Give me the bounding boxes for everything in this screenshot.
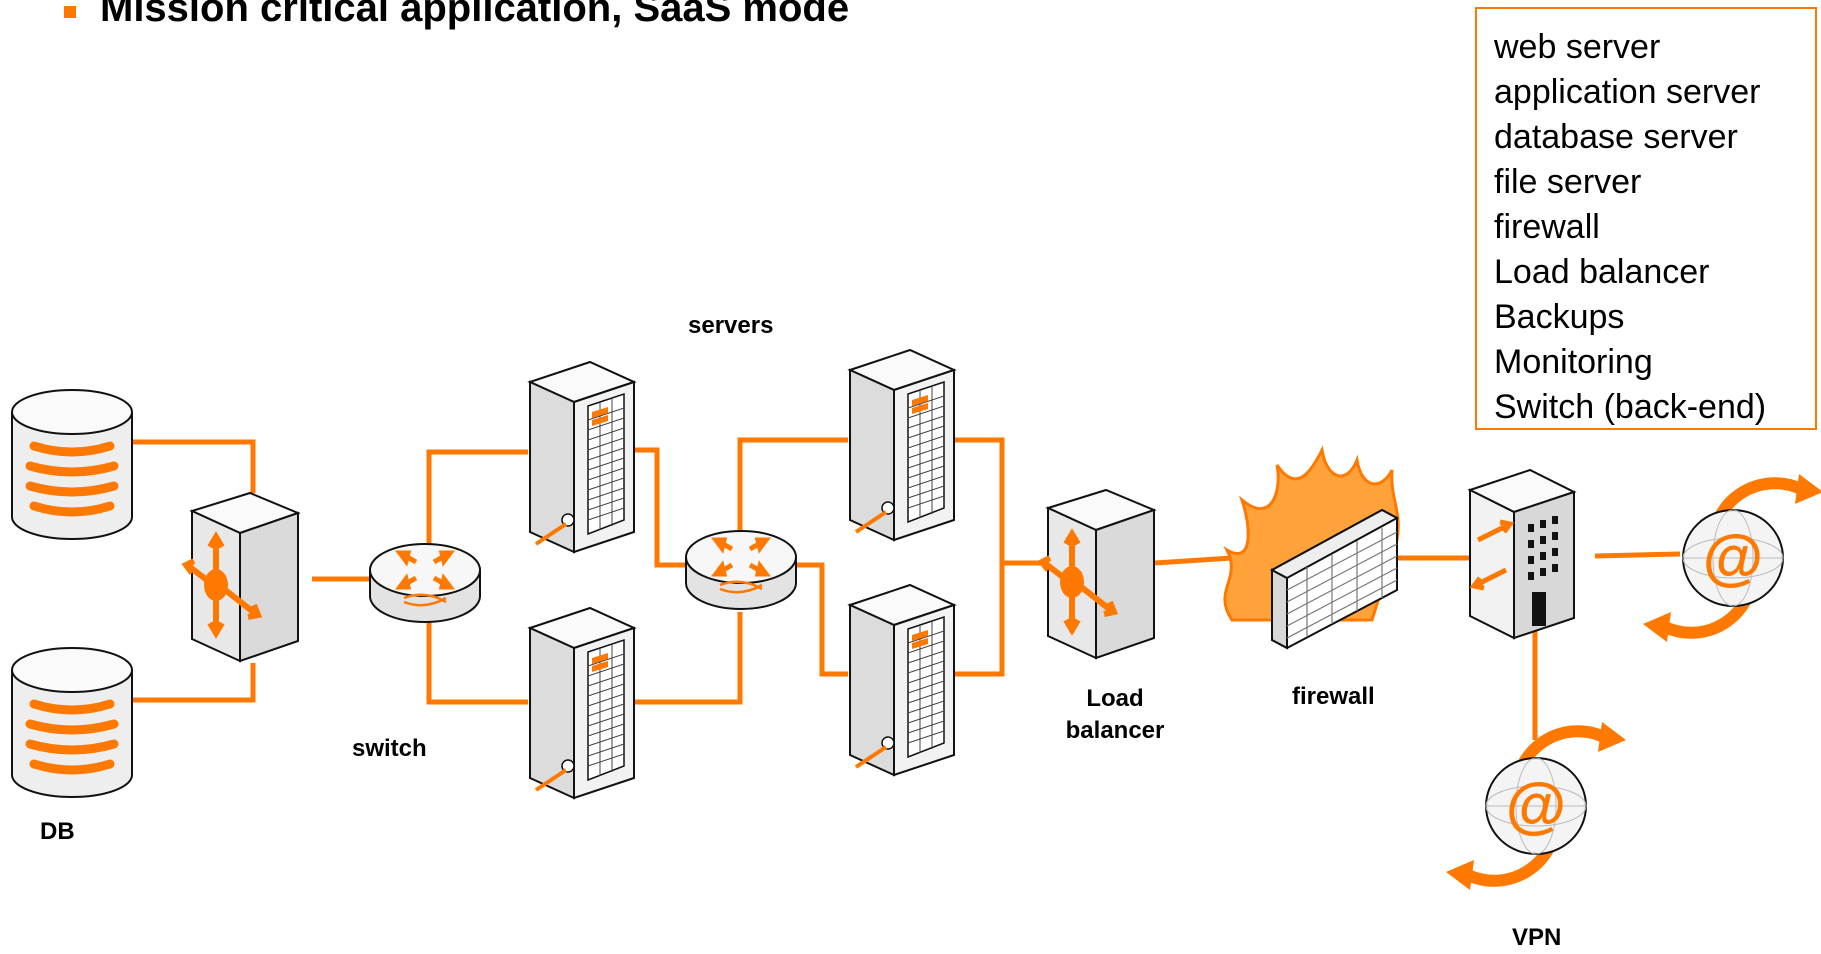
line-router-server3 <box>737 437 848 547</box>
page-title: Mission critical application, SaaS mode <box>100 0 850 30</box>
line-server1-router <box>615 447 686 568</box>
list-item: database server <box>1494 118 1738 156</box>
label-db: DB <box>40 818 75 845</box>
firewall-icon <box>1223 445 1400 650</box>
label-load-balancer-line2: balancer <box>1065 717 1165 744</box>
line-db1-coreswitch <box>132 439 256 493</box>
line-switch-server1 <box>426 449 528 547</box>
label-load-balancer: Load balancer <box>1056 683 1174 747</box>
list-item: Load balancer <box>1494 253 1710 291</box>
line-switch-server2 <box>426 620 528 705</box>
line-lb-firewall <box>1154 555 1233 566</box>
slide-title: Mission critical application, SaaS mode <box>64 0 849 31</box>
label-vpn: VPN <box>1512 924 1562 951</box>
label-load-balancer-line1: Load <box>1086 685 1144 712</box>
line-gateway-internet <box>1594 551 1681 559</box>
bullet-icon <box>64 5 76 18</box>
components-list-box: web server application server database s… <box>1475 7 1817 430</box>
list-item: application server <box>1494 73 1761 111</box>
server-icon <box>528 360 636 554</box>
gateway-building-icon <box>1467 468 1577 640</box>
server-icon <box>848 583 956 777</box>
server-icon <box>528 606 636 800</box>
label-firewall: firewall <box>1292 683 1375 710</box>
list-item: Monitoring <box>1494 343 1653 381</box>
router-icon <box>686 531 796 609</box>
server-icon <box>848 348 956 542</box>
list-item: firewall <box>1494 208 1600 246</box>
list-item: file server <box>1494 163 1642 201</box>
database-icon <box>12 390 132 539</box>
line-router-server4 <box>795 562 848 677</box>
load-balancer-icon <box>1042 490 1154 658</box>
label-servers: servers <box>688 312 774 339</box>
line-server2-router <box>615 612 743 705</box>
list-item: Backups <box>1494 298 1625 336</box>
database-icon <box>12 648 132 797</box>
list-item: Switch (back-end) <box>1494 388 1767 426</box>
connection-lines <box>132 437 1681 740</box>
list-item: web server <box>1494 28 1661 66</box>
line-db2-coreswitch <box>132 663 256 703</box>
label-switch: switch <box>352 735 427 762</box>
internet-at-icon <box>1446 722 1626 890</box>
internet-at-icon <box>1643 474 1821 642</box>
line-server3-lb <box>950 437 1005 677</box>
router-icon <box>370 544 480 622</box>
core-switch-icon <box>186 493 298 661</box>
